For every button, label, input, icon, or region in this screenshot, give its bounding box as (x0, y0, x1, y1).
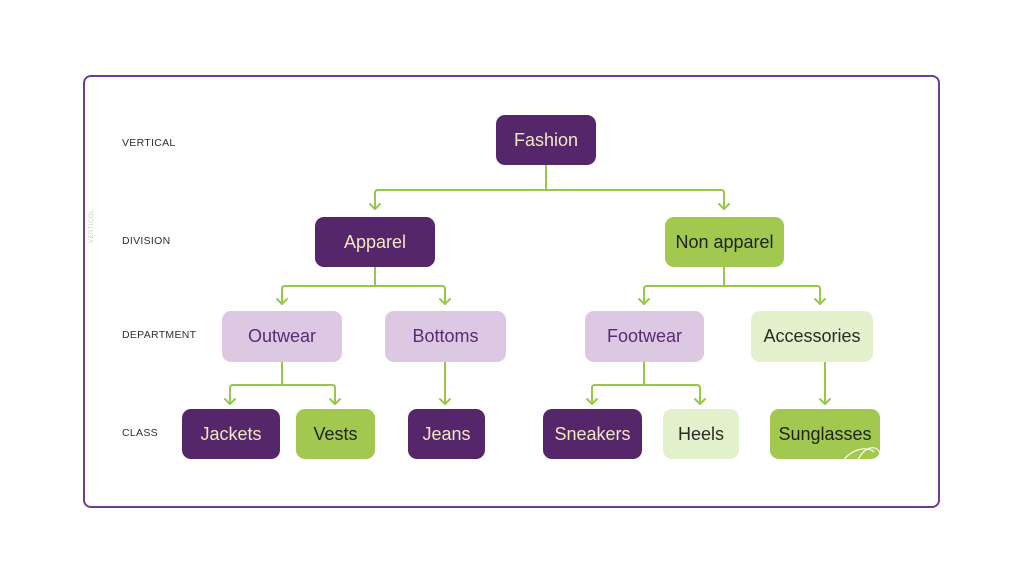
node-label: Apparel (343, 231, 407, 252)
node-label: Jackets (200, 423, 262, 444)
node-label: Jeans (422, 423, 471, 444)
level-label-vertical: VERTICAL (122, 137, 176, 149)
node-label: Vests (313, 423, 358, 444)
node-label: Bottoms (412, 326, 479, 346)
node-accessories[interactable]: Accessories (751, 311, 873, 362)
connector-footwear-heels (643, 384, 701, 405)
arrowhead-jeans (439, 398, 451, 405)
node-footwear[interactable]: Footwear (585, 311, 704, 362)
arrowhead-jackets (224, 398, 236, 405)
arrowhead-vests (329, 398, 341, 405)
arrowhead-footwear (638, 298, 650, 305)
node-sneakers[interactable]: Sneakers (543, 409, 642, 459)
connector-apparel-bottoms (374, 285, 446, 305)
node-label: Outwear (247, 326, 317, 346)
connector-non-apparel-footwear (643, 285, 725, 305)
level-label-class: CLASS (122, 427, 158, 439)
connector-apparel-outwear (281, 285, 376, 305)
node-apparel[interactable]: Apparel (315, 217, 435, 267)
node-fashion[interactable]: Fashion (496, 115, 596, 165)
arrowhead-sneakers (586, 398, 598, 405)
connector-fashion-non-apparel (545, 189, 725, 210)
arrowhead-non-apparel (718, 203, 730, 210)
arrowhead-outwear (276, 298, 288, 305)
node-non-apparel[interactable]: Non apparel (665, 217, 784, 267)
connector-fashion-apparel (374, 189, 547, 210)
level-label-department: DEPARTMENT (122, 329, 197, 341)
connector-footwear-sneakers (591, 384, 645, 405)
arrowhead-accessories (814, 298, 826, 305)
connector-outwear-jackets (229, 384, 283, 405)
connector-non-apparel-accessories (723, 285, 821, 305)
node-label: Footwear (606, 326, 683, 346)
arrowhead-heels (694, 398, 706, 405)
node-label: Sunglasses (778, 423, 872, 444)
arrowhead-bottoms (439, 298, 451, 305)
node-jackets[interactable]: Jackets (182, 409, 280, 459)
node-vests[interactable]: Vests (296, 409, 375, 459)
node-sunglasses[interactable]: Sunglasses (770, 409, 880, 459)
node-label: Accessories (763, 326, 861, 346)
connector-outwear-vests (281, 384, 336, 405)
node-label: Non apparel (675, 231, 774, 252)
node-heels[interactable]: Heels (663, 409, 739, 459)
level-label-division: DIVISION (122, 235, 171, 247)
diagram-frame (83, 75, 940, 508)
node-label: Sneakers (554, 423, 631, 444)
node-jeans[interactable]: Jeans (408, 409, 485, 459)
node-label: Fashion (513, 129, 579, 150)
node-bottoms[interactable]: Bottoms (385, 311, 506, 362)
arrowhead-apparel (369, 203, 381, 210)
node-label: Heels (677, 423, 725, 444)
arrowhead-sunglasses (819, 398, 831, 405)
node-outwear[interactable]: Outwear (222, 311, 342, 362)
